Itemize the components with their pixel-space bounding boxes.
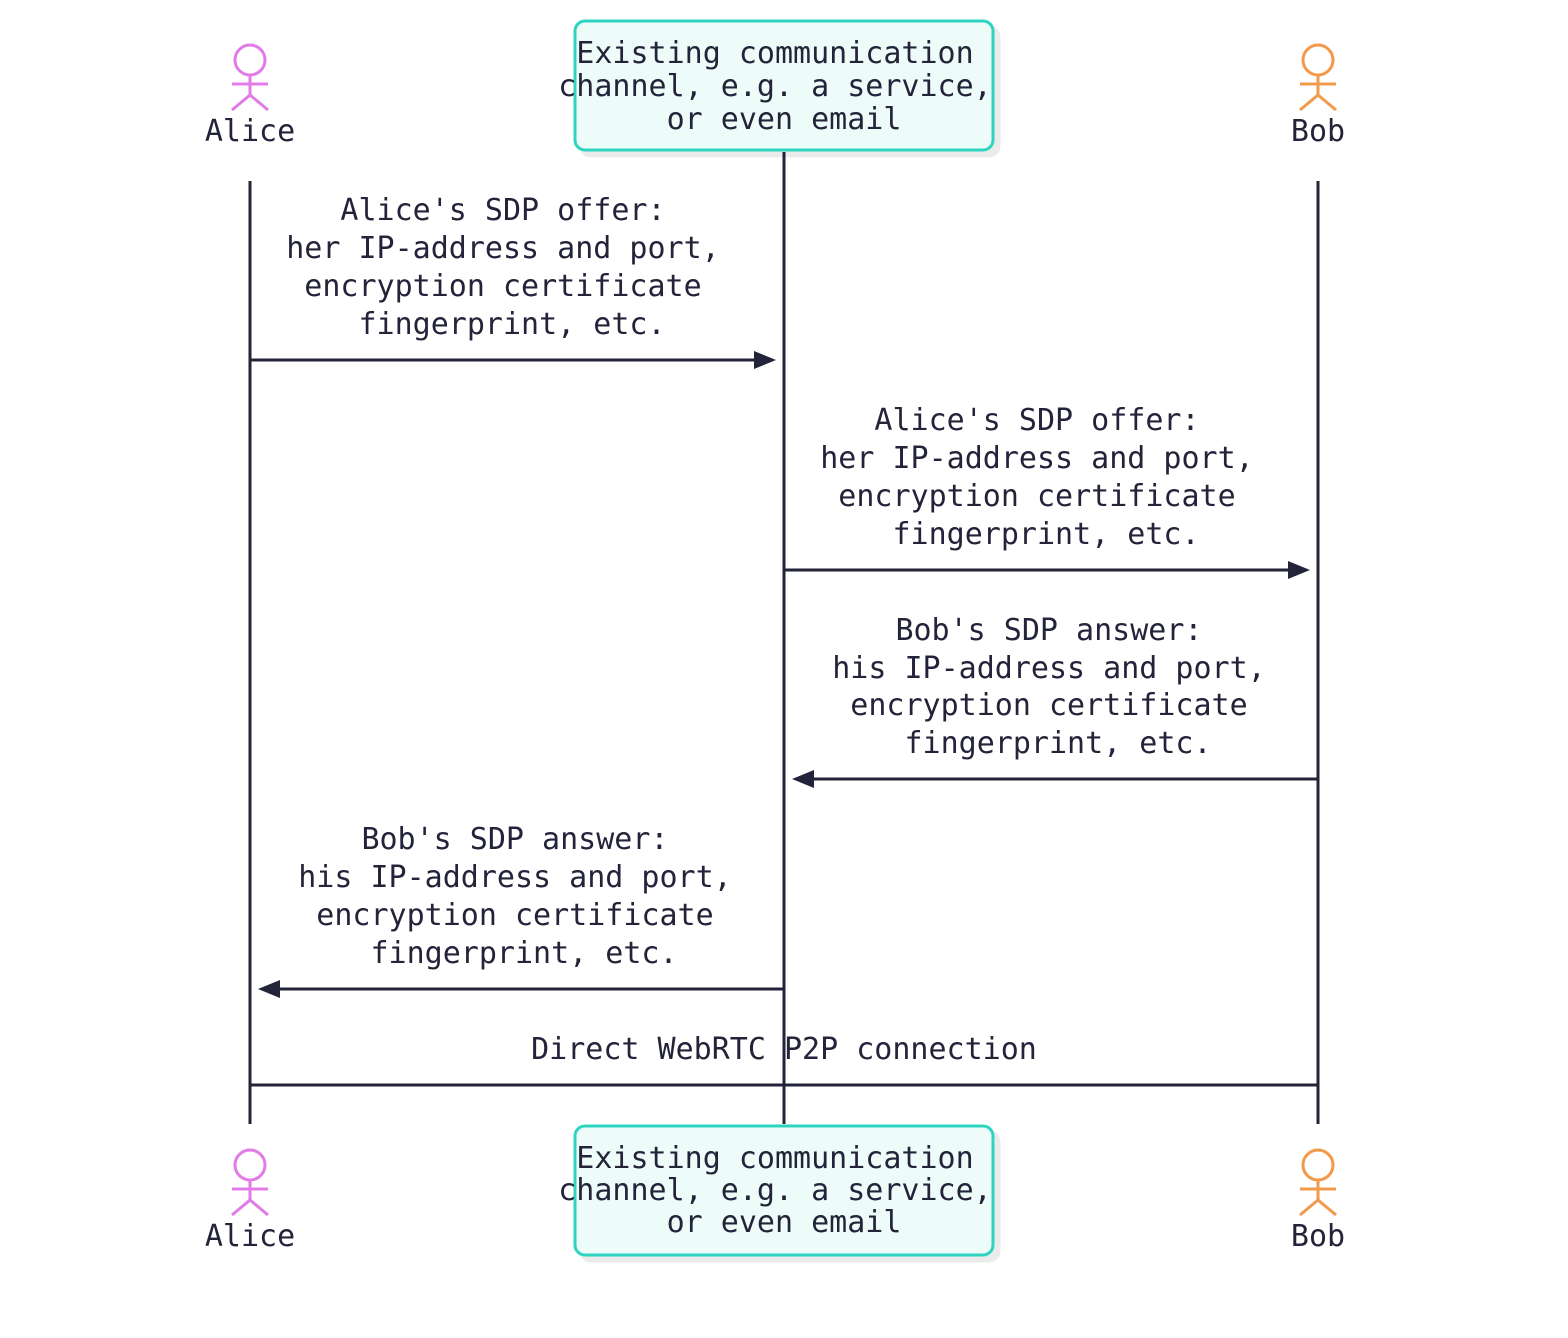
- channel-label-line-3: or even email: [667, 102, 902, 137]
- message-label-line: Bob's SDP answer:: [361, 822, 668, 857]
- message-bob-answer-to-channel: Bob's SDP answer: his IP-address and por…: [792, 613, 1318, 788]
- alice-actor-top: Alice: [205, 43, 295, 149]
- person-icon: [231, 1148, 269, 1217]
- message-label-line: encryption certificate: [316, 898, 713, 933]
- message-label-line: encryption certificate: [838, 479, 1235, 514]
- message-label-line: encryption certificate: [850, 688, 1247, 723]
- bob-label-bottom: Bob: [1291, 1219, 1345, 1254]
- bob-label-top: Bob: [1291, 114, 1345, 149]
- message-label-line: his IP-address and port,: [298, 860, 731, 895]
- arrowhead-right-icon: [1288, 561, 1310, 579]
- message-label-line: her IP-address and port,: [286, 231, 719, 266]
- channel-label-line-2: channel, e.g. a service,: [558, 1173, 991, 1208]
- message-alice-offer-to-channel: Alice's SDP offer: her IP-address and po…: [250, 193, 776, 369]
- svg-text:Existing communication c: Existing communication channel, e.g. a s…: [558, 1141, 1010, 1240]
- arrowhead-right-icon: [754, 351, 776, 369]
- alice-label-bottom: Alice: [205, 1219, 295, 1254]
- channel-box-top: Existing communication channel, e.g. a s…: [558, 19, 1010, 152]
- alice-actor-bottom: Alice: [205, 1148, 295, 1254]
- message-label-line: Alice's SDP offer:: [340, 193, 665, 228]
- channel-label-line-1: Existing communication: [576, 36, 973, 71]
- svg-text:Alice's SDP offer: her I: Alice's SDP offer: her IP-address and po…: [286, 193, 738, 342]
- channel-label-line-2: channel, e.g. a service,: [558, 69, 991, 104]
- message-alice-offer-to-bob: Alice's SDP offer: her IP-address and po…: [784, 403, 1310, 579]
- channel-label-line-3: or even email: [667, 1205, 902, 1240]
- alice-label-top: Alice: [205, 114, 295, 149]
- bob-actor-bottom: Bob: [1291, 1148, 1345, 1254]
- bob-actor-top: Bob: [1291, 43, 1345, 149]
- message-label-line: Bob's SDP answer:: [895, 613, 1202, 648]
- message-bob-answer-to-alice: Bob's SDP answer: his IP-address and por…: [258, 822, 784, 998]
- svg-text:Bob's SDP answer: his IP: Bob's SDP answer: his IP-address and por…: [832, 613, 1284, 761]
- svg-text:Bob's SDP answer: his IP: Bob's SDP answer: his IP-address and por…: [298, 822, 750, 971]
- message-label-line: fingerprint, etc.: [358, 307, 665, 342]
- svg-text:Alice's SDP offer: her I: Alice's SDP offer: her IP-address and po…: [820, 403, 1272, 552]
- message-label-line: fingerprint, etc.: [904, 726, 1211, 761]
- person-icon: [231, 43, 269, 112]
- message-label-line: fingerprint, etc.: [892, 517, 1199, 552]
- message-label-line: encryption certificate: [304, 269, 701, 304]
- arrowhead-left-icon: [792, 770, 814, 788]
- message-label-line: Direct WebRTC P2P connection: [531, 1032, 1037, 1067]
- channel-label-line-1: Existing communication: [576, 1141, 973, 1176]
- svg-text:Existing communication c: Existing communication channel, e.g. a s…: [558, 36, 1010, 137]
- person-icon: [1299, 1148, 1337, 1217]
- message-label-line: fingerprint, etc.: [370, 936, 677, 971]
- channel-box-bottom: Existing communication channel, e.g. a s…: [558, 1124, 1010, 1257]
- message-label-line: Alice's SDP offer:: [874, 403, 1199, 438]
- message-label-line: his IP-address and port,: [832, 651, 1265, 686]
- person-icon: [1299, 43, 1337, 112]
- message-label-line: her IP-address and port,: [820, 441, 1253, 476]
- message-direct-p2p: Direct WebRTC P2P connection: [250, 1032, 1318, 1087]
- arrowhead-left-icon: [258, 980, 280, 998]
